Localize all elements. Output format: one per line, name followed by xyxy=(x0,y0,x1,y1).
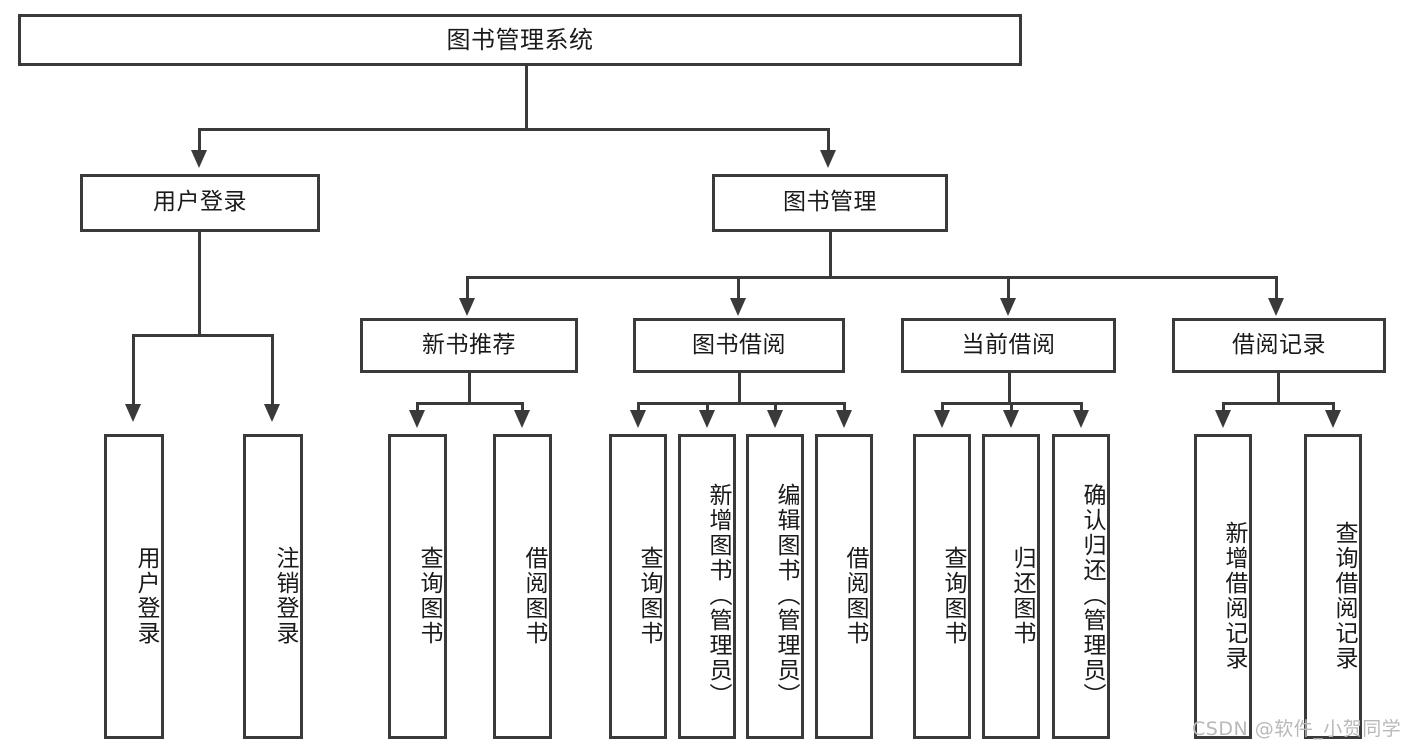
arrow-to-book-borrow-leaf-2 xyxy=(767,410,783,428)
leaf-label: 新增图书（管理员） xyxy=(705,483,731,708)
node-label: 借阅记录 xyxy=(1232,331,1326,358)
node-label: 图书管理系统 xyxy=(446,25,594,54)
arrow-to-new-book-leaf-0 xyxy=(409,410,425,428)
watermark-text: CSDN @软件_小贺同学 xyxy=(1192,718,1402,740)
edge-borrow-record-to-leaf-1 xyxy=(1332,402,1335,412)
leaf-borrow-record-1[interactable]: 查询借阅记录 xyxy=(1304,434,1362,739)
leaf-label: 借阅图书 xyxy=(842,545,868,646)
arrow-to-book-management xyxy=(820,150,836,168)
leaf-book-borrow-1[interactable]: 新增图书（管理员） xyxy=(678,434,736,739)
edge-new-book-to-leaf-1 xyxy=(521,402,524,412)
edge-current-borrow-stem xyxy=(1008,373,1011,404)
leaf-user-login-1[interactable]: 注销登录 xyxy=(243,434,303,739)
leaf-book-borrow-2[interactable]: 编辑图书（管理员） xyxy=(746,434,804,739)
node-current-borrow[interactable]: 当前借阅 xyxy=(901,318,1116,373)
arrow-to-user-login-leaf-0 xyxy=(125,404,141,422)
leaf-user-login-0[interactable]: 用户登录 xyxy=(104,434,164,739)
leaf-borrow-record-0[interactable]: 新增借阅记录 xyxy=(1194,434,1252,739)
arrow-to-book-borrow-leaf-0 xyxy=(630,410,646,428)
edge-root-stem xyxy=(525,66,528,130)
edge-book-borrow-to-leaf-1 xyxy=(706,402,709,412)
leaf-label: 确认归还（管理员） xyxy=(1079,483,1105,708)
edge-current-borrow-to-leaf-2 xyxy=(1080,402,1083,412)
node-book-borrow[interactable]: 图书借阅 xyxy=(633,318,845,373)
leaf-label: 注销登录 xyxy=(272,545,298,646)
arrow-to-user-login xyxy=(191,150,207,168)
arrow-to-borrow-record-leaf-0 xyxy=(1215,410,1231,428)
edge-book-borrow-to-leaf-3 xyxy=(843,402,846,412)
node-label: 图书借阅 xyxy=(692,331,786,358)
node-borrow-record[interactable]: 借阅记录 xyxy=(1172,318,1386,373)
arrow-to-current-borrow xyxy=(1000,298,1016,316)
node-label: 用户登录 xyxy=(153,189,247,216)
leaf-book-borrow-0[interactable]: 查询图书 xyxy=(609,434,667,739)
node-new-book-recommend[interactable]: 新书推荐 xyxy=(360,318,578,373)
arrow-to-current-borrow-leaf-2 xyxy=(1073,410,1089,428)
edge-root-to-book-management xyxy=(827,128,830,152)
edge-root-bus xyxy=(198,128,830,131)
arrow-to-book-borrow-leaf-1 xyxy=(699,410,715,428)
leaf-label: 查询借阅记录 xyxy=(1331,520,1357,671)
edge-book-borrow-to-leaf-2 xyxy=(774,402,777,412)
node-root-book-management-system[interactable]: 图书管理系统 xyxy=(18,14,1022,66)
edge-level2-to-0 xyxy=(466,276,469,300)
arrow-to-book-borrow xyxy=(730,298,746,316)
leaf-new-book-0[interactable]: 查询图书 xyxy=(388,434,447,739)
leaf-label: 借阅图书 xyxy=(521,545,547,646)
edge-new-book-bus xyxy=(416,402,524,405)
leaf-label: 查询图书 xyxy=(636,545,662,646)
edge-root-to-user-login xyxy=(198,128,201,152)
leaf-label: 新增借阅记录 xyxy=(1221,520,1247,671)
node-book-management[interactable]: 图书管理 xyxy=(712,174,948,232)
edge-user-login-to-leaf-0 xyxy=(132,334,135,406)
leaf-book-borrow-3[interactable]: 借阅图书 xyxy=(815,434,873,739)
leaf-current-borrow-1[interactable]: 归还图书 xyxy=(982,434,1040,739)
edge-new-book-stem xyxy=(468,373,471,404)
leaf-current-borrow-2[interactable]: 确认归还（管理员） xyxy=(1052,434,1110,739)
edge-borrow-record-stem xyxy=(1277,373,1280,404)
arrow-to-current-borrow-leaf-1 xyxy=(1003,410,1019,428)
leaf-label: 归还图书 xyxy=(1009,545,1035,646)
node-label: 当前借阅 xyxy=(961,331,1056,358)
edge-user-login-bus xyxy=(132,334,274,337)
edge-user-login-to-leaf-1 xyxy=(271,334,274,406)
arrow-to-new-book-leaf-1 xyxy=(514,410,530,428)
node-label: 新书推荐 xyxy=(422,331,516,358)
leaf-new-book-1[interactable]: 借阅图书 xyxy=(493,434,552,739)
edge-borrow-record-bus xyxy=(1222,402,1335,405)
leaf-label: 编辑图书（管理员） xyxy=(773,483,799,708)
leaf-current-borrow-0[interactable]: 查询图书 xyxy=(913,434,971,739)
node-label: 图书管理 xyxy=(783,189,877,216)
edge-level2-to-2 xyxy=(1007,276,1010,300)
edge-current-borrow-to-leaf-1 xyxy=(1010,402,1013,412)
arrow-to-borrow-record-leaf-1 xyxy=(1325,410,1341,428)
edge-level2-to-3 xyxy=(1275,276,1278,300)
edge-borrow-record-to-leaf-0 xyxy=(1222,402,1225,412)
leaf-label: 用户登录 xyxy=(133,545,159,646)
arrow-to-new-book-recommend xyxy=(459,298,475,316)
arrow-to-borrow-record xyxy=(1268,298,1284,316)
edge-book-borrow-bus xyxy=(637,402,846,405)
arrow-to-book-borrow-leaf-3 xyxy=(836,410,852,428)
edge-book-borrow-stem xyxy=(738,373,741,404)
arrow-to-user-login-leaf-1 xyxy=(264,404,280,422)
edge-level2-to-1 xyxy=(737,276,740,300)
edge-user-login-stem xyxy=(198,232,201,336)
edge-new-book-to-leaf-0 xyxy=(416,402,419,412)
leaf-label: 查询图书 xyxy=(940,545,966,646)
leaf-label: 查询图书 xyxy=(416,545,442,646)
edge-book-management-stem xyxy=(829,232,832,278)
arrow-to-current-borrow-leaf-0 xyxy=(934,410,950,428)
edge-book-borrow-to-leaf-0 xyxy=(637,402,640,412)
edge-current-borrow-to-leaf-0 xyxy=(941,402,944,412)
edge-level2-bus xyxy=(466,276,1278,279)
node-user-login[interactable]: 用户登录 xyxy=(80,174,320,232)
